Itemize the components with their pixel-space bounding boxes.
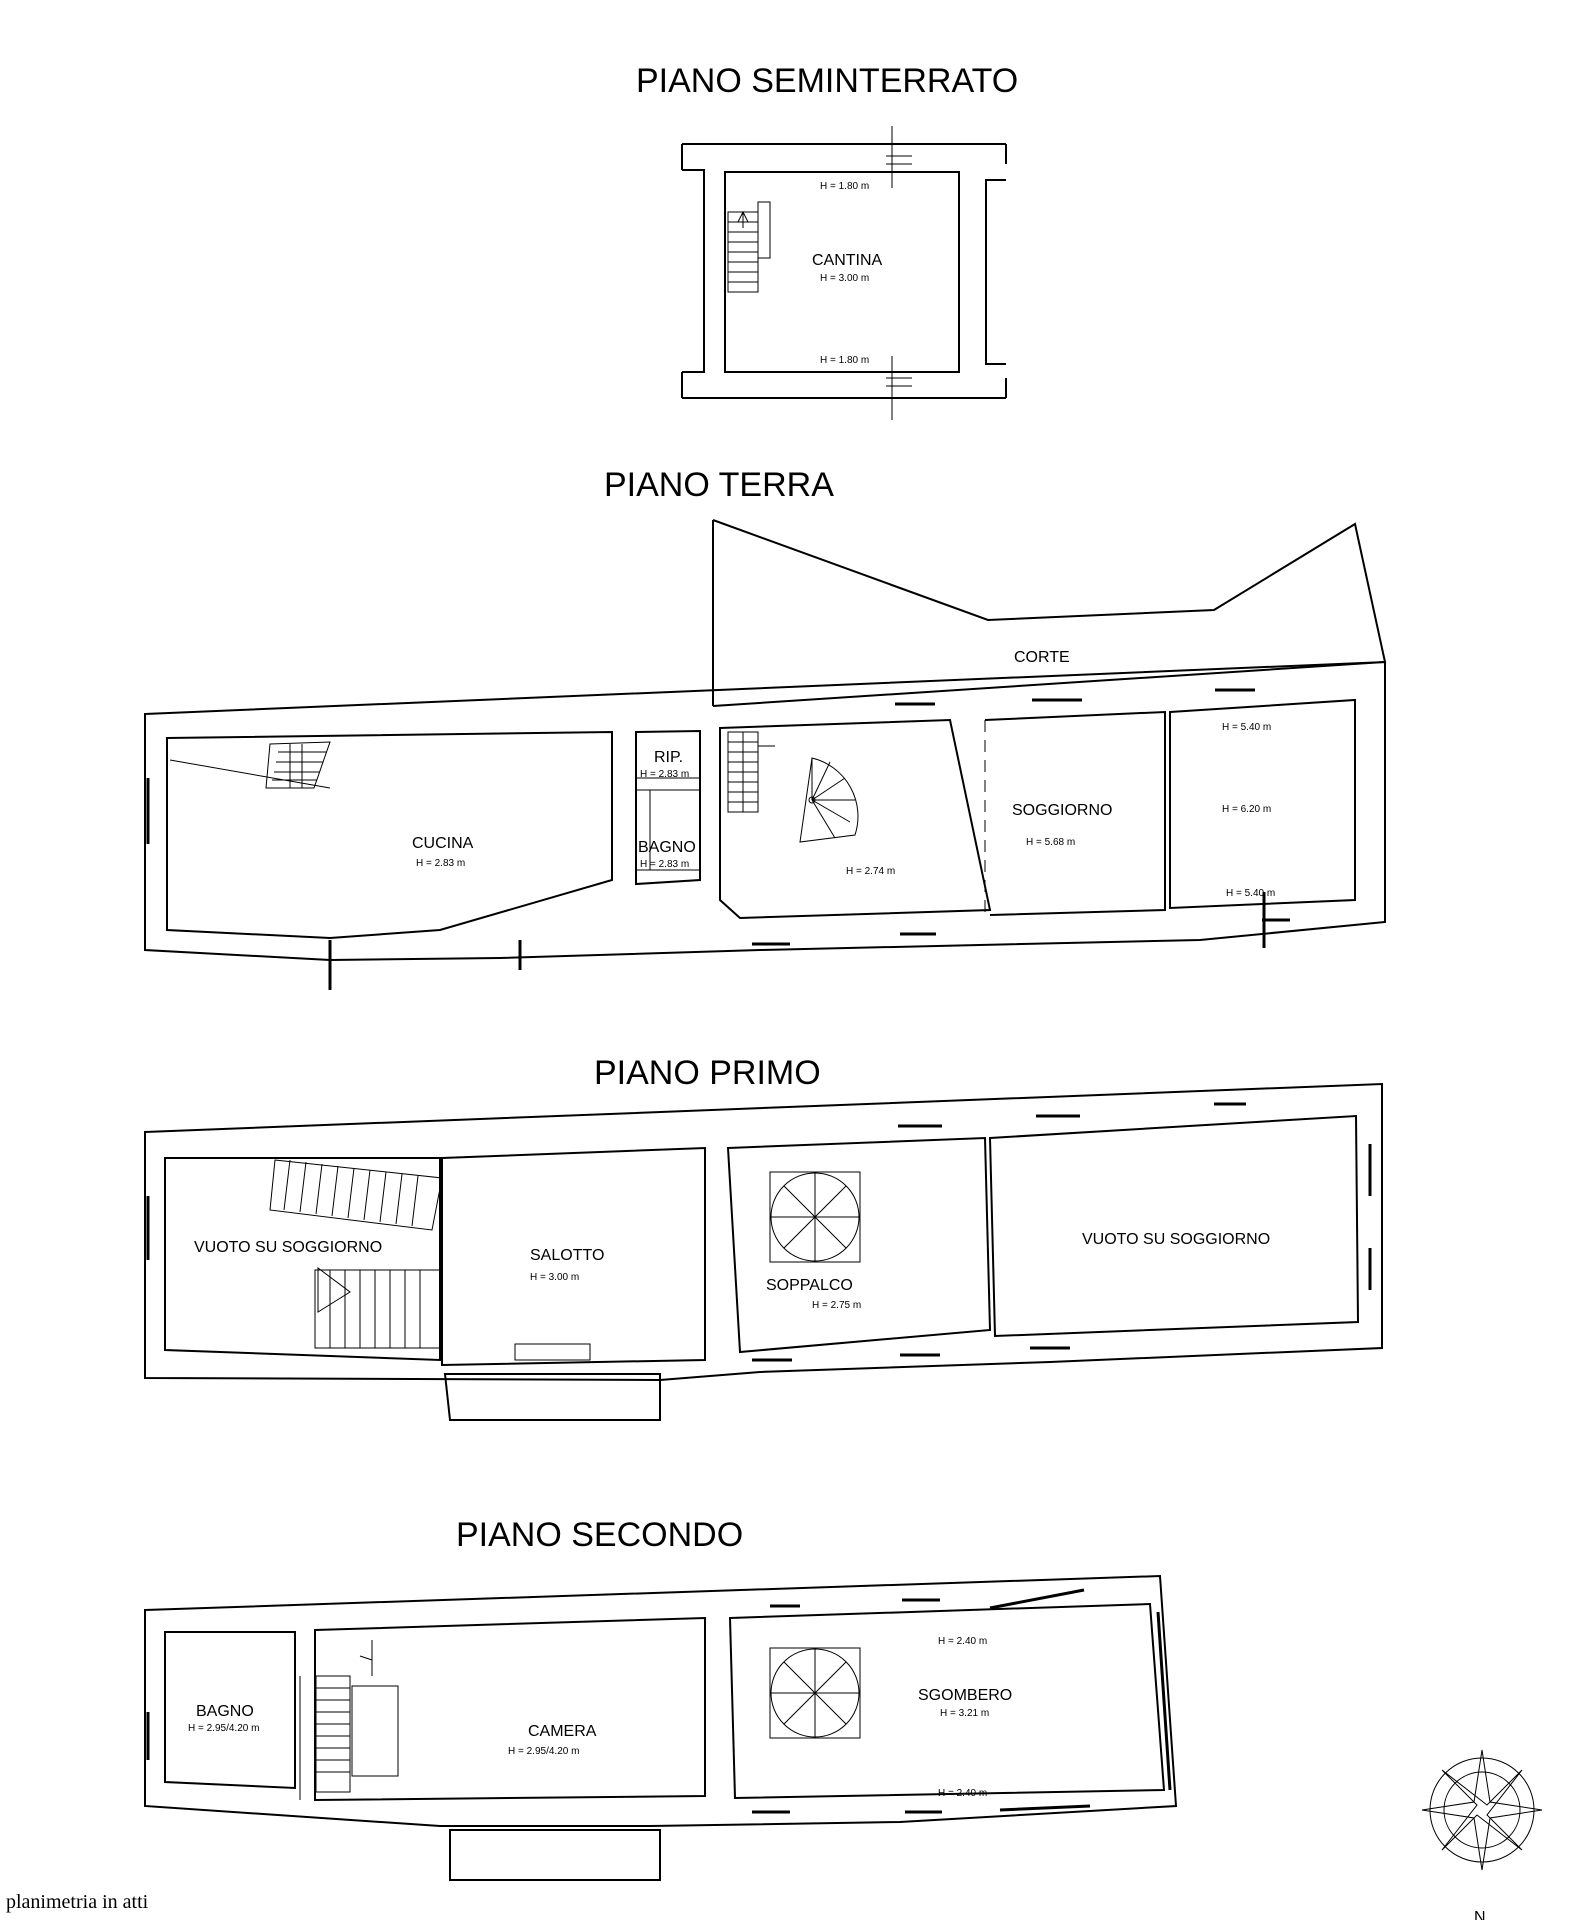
- room-sgombero: SGOMBERO: [918, 1687, 1012, 1704]
- title-terra: PIANO TERRA: [604, 466, 834, 504]
- height-sgombero-top: H = 2.40 m: [938, 1636, 987, 1647]
- piano-terra: PIANO TERRA CORTE: [144, 466, 1387, 990]
- room-cucina: CUCINA: [412, 835, 474, 852]
- height-rip: H = 2.83 m: [640, 769, 689, 780]
- room-cantina: CANTINA: [812, 252, 883, 269]
- height-camera: H = 2.95/4.20 m: [508, 1746, 579, 1757]
- room-corte: CORTE: [1014, 649, 1070, 666]
- title-primo: PIANO PRIMO: [594, 1054, 821, 1092]
- height-soppalco: H = 2.75 m: [812, 1300, 861, 1311]
- height-soggiorno: H = 5.68 m: [1026, 837, 1075, 848]
- secondo-outer-wall: [144, 1574, 1178, 1827]
- room-vuoto-est: VUOTO SU SOGGIORNO: [1082, 1231, 1270, 1248]
- height-bagno-secondo: H = 2.95/4.20 m: [188, 1723, 259, 1734]
- room-salotto: SALOTTO: [530, 1247, 604, 1264]
- height-cantina-top: H = 1.80 m: [820, 181, 869, 192]
- room-soggiorno: SOGGIORNO: [1012, 802, 1112, 819]
- height-cantina: H = 3.00 m: [820, 273, 869, 284]
- compass-rose-icon: N: [1421, 1749, 1543, 1920]
- height-east-mid: H = 6.20 m: [1222, 804, 1271, 815]
- piano-primo: PIANO PRIMO VUOTO SU SOGGIORNO: [144, 1054, 1383, 1421]
- room-bagno-terra: BAGNO: [638, 839, 696, 856]
- title-seminterrato: PIANO SEMINTERRATO: [636, 62, 1018, 100]
- height-sgombero-bottom: H = 2.40 m: [938, 1788, 987, 1799]
- height-cantina-bottom: H = 1.80 m: [820, 355, 869, 366]
- room-camera: CAMERA: [528, 1723, 597, 1740]
- room-vuoto-ovest: VUOTO SU SOGGIORNO: [194, 1239, 382, 1256]
- height-salotto: H = 3.00 m: [530, 1272, 579, 1283]
- height-sgombero: H = 3.21 m: [940, 1708, 989, 1719]
- title-secondo: PIANO SECONDO: [456, 1516, 743, 1554]
- primo-outer-wall: [144, 1082, 1383, 1382]
- corte-outline: [712, 519, 1387, 707]
- height-cucina: H = 2.83 m: [416, 858, 465, 869]
- height-bagno-terra: H = 2.83 m: [640, 859, 689, 870]
- room-bagno-secondo: BAGNO: [196, 1703, 254, 1720]
- room-soppalco: SOPPALCO: [766, 1277, 853, 1294]
- height-east-bottom: H = 5.40 m: [1226, 888, 1275, 899]
- room-rip: RIP.: [654, 749, 683, 766]
- piano-seminterrato: PIANO SEMINTERRATO H = 1.80 m CANTINA H …: [636, 62, 1018, 420]
- height-east-top: H = 5.40 m: [1222, 722, 1271, 733]
- caption: planimetria in atti: [6, 1891, 149, 1913]
- piano-secondo: PIANO SECONDO BAGNO H = 2.95/4.20 m CAME: [144, 1516, 1178, 1881]
- terra-outer-wall: [144, 660, 1386, 962]
- compass-north-label: N: [1474, 1909, 1486, 1920]
- height-scala: H = 2.74 m: [846, 866, 895, 877]
